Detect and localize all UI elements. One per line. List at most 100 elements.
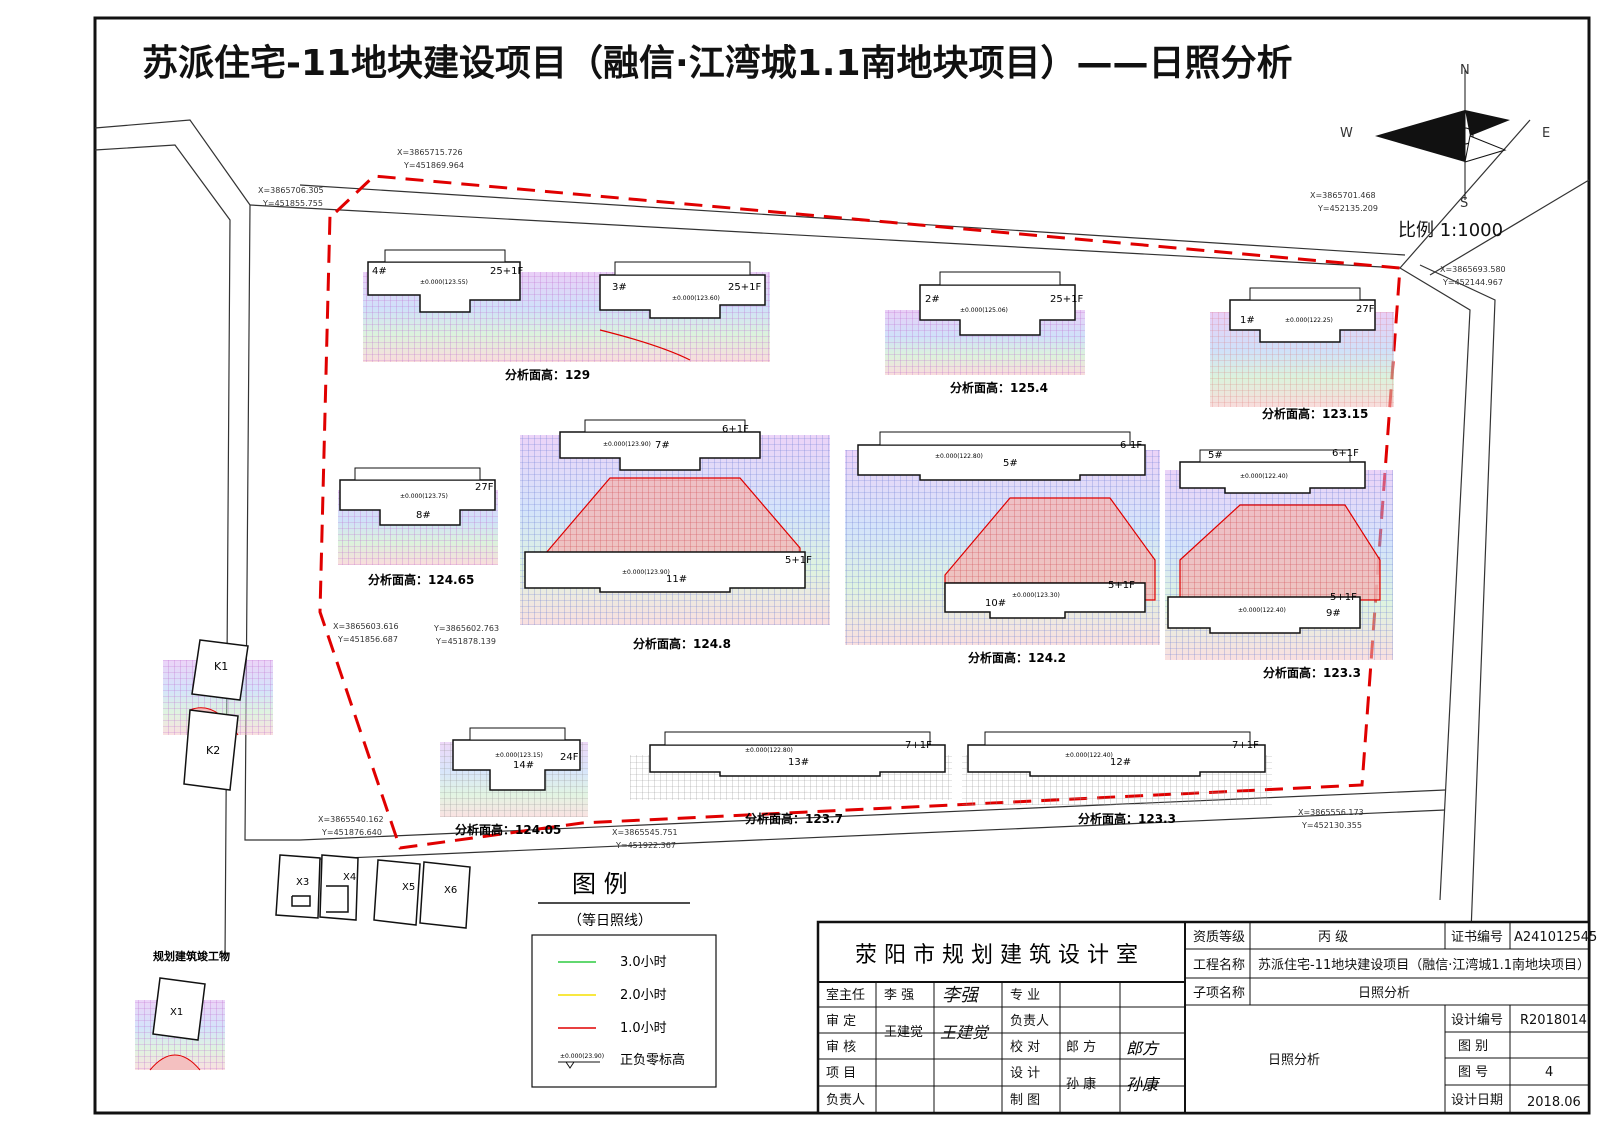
svg-text:李 强: 李 强 bbox=[884, 988, 914, 1003]
svg-text:27F: 27F bbox=[1356, 304, 1375, 315]
signature-lang: 郎方 bbox=[1126, 1039, 1160, 1058]
svg-text:X=3865540.162: X=3865540.162 bbox=[318, 815, 384, 824]
svg-text:W: W bbox=[1340, 126, 1353, 141]
drawing-title: 苏派住宅-11地块建设项目（融信·江湾城1.1南地块项目）——日照分析 bbox=[142, 42, 1293, 84]
svg-text:Y=452135.209: Y=452135.209 bbox=[1317, 204, 1378, 213]
title-block: 荥阳市规划建筑设计室 资质等级 丙 级 证书编号 A241012545 工程名称… bbox=[816, 920, 1597, 1115]
svg-text:N: N bbox=[1460, 63, 1470, 78]
building-id-12: 12# bbox=[1110, 757, 1131, 768]
svg-text:Y=451855.755: Y=451855.755 bbox=[262, 199, 323, 208]
svg-text:证书编号: 证书编号 bbox=[1451, 930, 1503, 945]
building-id-2: 2# bbox=[925, 294, 940, 305]
building-id-8: 8# bbox=[416, 510, 431, 521]
svg-text:K2: K2 bbox=[206, 744, 220, 757]
building-group-14: 14# 24F ±0.000(123.15) 分析面高：124.05 bbox=[440, 727, 588, 837]
svg-text:Y=451922.367: Y=451922.367 bbox=[615, 841, 676, 850]
building-id-4: 4# bbox=[372, 266, 387, 277]
building-id-9: 9# bbox=[1326, 608, 1341, 619]
svg-text:E: E bbox=[1542, 126, 1550, 141]
svg-text:X=3865701.468: X=3865701.468 bbox=[1310, 191, 1376, 200]
svg-text:7+1F: 7+1F bbox=[905, 740, 932, 751]
svg-text:X=3865706.305: X=3865706.305 bbox=[258, 186, 324, 195]
svg-text:27F: 27F bbox=[475, 482, 494, 493]
building-id-5a: 5# bbox=[1003, 458, 1018, 469]
svg-text:图 号: 图 号 bbox=[1458, 1065, 1488, 1080]
svg-text:X3: X3 bbox=[296, 877, 309, 888]
north-arrow-icon: N S W E bbox=[1340, 63, 1550, 211]
signature-sun: 孙康 bbox=[1126, 1075, 1161, 1094]
analysis-height-13: 分析面高：123.7 bbox=[745, 811, 843, 826]
svg-text:X=3865603.616: X=3865603.616 bbox=[333, 622, 399, 631]
svg-text:孙 康: 孙 康 bbox=[1066, 1076, 1096, 1092]
svg-text:工程名称: 工程名称 bbox=[1193, 957, 1245, 973]
building-id-14: 14# bbox=[513, 760, 534, 771]
svg-text:±0.000(123.75): ±0.000(123.75) bbox=[400, 493, 448, 500]
svg-text:Y=452144.967: Y=452144.967 bbox=[1442, 278, 1503, 287]
analysis-height-10: 分析面高：124.2 bbox=[968, 650, 1066, 665]
svg-text:4: 4 bbox=[1545, 1065, 1553, 1080]
svg-text:正负零标高: 正负零标高 bbox=[620, 1052, 685, 1068]
svg-text:室主任: 室主任 bbox=[826, 987, 865, 1003]
building-id-10: 10# bbox=[985, 598, 1006, 609]
building-group-12: 12# 7+1F ±0.000(122.40) 分析面高：123.3 bbox=[962, 731, 1272, 826]
svg-text:Y=451856.687: Y=451856.687 bbox=[337, 635, 398, 644]
analysis-height-14: 分析面高：124.05 bbox=[455, 822, 561, 837]
svg-text:X6: X6 bbox=[444, 885, 457, 896]
svg-text:±0.000(123.30): ±0.000(123.30) bbox=[1012, 592, 1060, 599]
svg-text:丙 级: 丙 级 bbox=[1318, 930, 1348, 945]
svg-text:7+1F: 7+1F bbox=[1232, 740, 1259, 751]
existing-buildings-x bbox=[275, 854, 471, 929]
svg-text:Y=451876.640: Y=451876.640 bbox=[321, 828, 382, 837]
svg-text:Y=452130.355: Y=452130.355 bbox=[1301, 821, 1362, 830]
svg-text:6+1F: 6+1F bbox=[722, 424, 749, 435]
building-id-1: 1# bbox=[1240, 315, 1255, 326]
svg-text:±0.000(122.80): ±0.000(122.80) bbox=[935, 453, 983, 460]
svg-text:A241012545: A241012545 bbox=[1514, 930, 1597, 945]
building-id-3: 3# bbox=[612, 282, 627, 293]
svg-text:设计编号: 设计编号 bbox=[1451, 1013, 1503, 1028]
svg-text:±0.000(122.25): ±0.000(122.25) bbox=[1285, 317, 1333, 324]
svg-text:王建觉: 王建觉 bbox=[884, 1025, 923, 1040]
svg-text:±0.000(123.60): ±0.000(123.60) bbox=[672, 295, 720, 302]
svg-text:2.0小时: 2.0小时 bbox=[620, 988, 667, 1003]
svg-text:S: S bbox=[1460, 196, 1468, 211]
svg-text:审 定: 审 定 bbox=[826, 1014, 856, 1029]
svg-text:±0.000(123.90): ±0.000(123.90) bbox=[603, 441, 651, 448]
svg-text:校 对: 校 对 bbox=[1010, 1039, 1040, 1055]
svg-text:Y=451869.964: Y=451869.964 bbox=[403, 161, 464, 170]
analysis-height-9: 分析面高：123.3 bbox=[1263, 665, 1361, 680]
svg-text:设计日期: 设计日期 bbox=[1451, 1093, 1503, 1108]
legend-title: 图 例 bbox=[572, 870, 628, 898]
svg-text:Y=3865602.763: Y=3865602.763 bbox=[433, 624, 499, 633]
svg-text:2018.06: 2018.06 bbox=[1527, 1095, 1581, 1110]
building-id-5b: 5# bbox=[1208, 450, 1223, 461]
svg-text:24F: 24F bbox=[560, 752, 579, 763]
svg-text:±0.000(122.40): ±0.000(122.40) bbox=[1240, 473, 1288, 480]
svg-text:6+1F: 6+1F bbox=[1332, 448, 1359, 459]
svg-text:图 别: 图 别 bbox=[1458, 1039, 1488, 1054]
signature-li: 李强 bbox=[942, 985, 980, 1006]
building-group-4-3: 4# 25+1F ±0.000(123.55) 3# 25+1F ±0.000(… bbox=[363, 249, 770, 382]
svg-text:5+1F: 5+1F bbox=[1108, 580, 1135, 591]
svg-text:±0.000(23.90): ±0.000(23.90) bbox=[560, 1053, 604, 1060]
svg-text:±0.000(123.15): ±0.000(123.15) bbox=[495, 752, 543, 759]
analysis-height-8: 分析面高：124.65 bbox=[368, 572, 474, 587]
svg-text:25+1F: 25+1F bbox=[1050, 294, 1083, 305]
building-group-13: 13# 7+1F ±0.000(122.80) 分析面高：123.7 bbox=[630, 731, 952, 826]
svg-text:±0.000(122.40): ±0.000(122.40) bbox=[1238, 607, 1286, 614]
org-name: 荥阳市规划建筑设计室 bbox=[855, 943, 1145, 968]
drawing-name: 日照分析 bbox=[1268, 1053, 1320, 1068]
svg-text:设 计: 设 计 bbox=[1010, 1066, 1040, 1081]
existing-buildings-k: K1 K2 bbox=[163, 639, 273, 791]
svg-text:审 核: 审 核 bbox=[826, 1040, 856, 1055]
building-group-5-10: 5# 6-1F ±0.000(122.80) 10# 5+1F ±0.000(1… bbox=[845, 431, 1160, 665]
svg-text:±0.000(122.40): ±0.000(122.40) bbox=[1065, 752, 1113, 759]
svg-text:X=3865556.173: X=3865556.173 bbox=[1298, 808, 1364, 817]
svg-text:X5: X5 bbox=[402, 882, 415, 893]
svg-text:±0.000(125.06): ±0.000(125.06) bbox=[960, 307, 1008, 314]
analysis-height-1: 分析面高：123.15 bbox=[1262, 406, 1368, 421]
svg-text:X=3865693.580: X=3865693.580 bbox=[1440, 265, 1506, 274]
svg-text:X4: X4 bbox=[343, 872, 356, 883]
svg-text:X=3865715.726: X=3865715.726 bbox=[397, 148, 463, 157]
